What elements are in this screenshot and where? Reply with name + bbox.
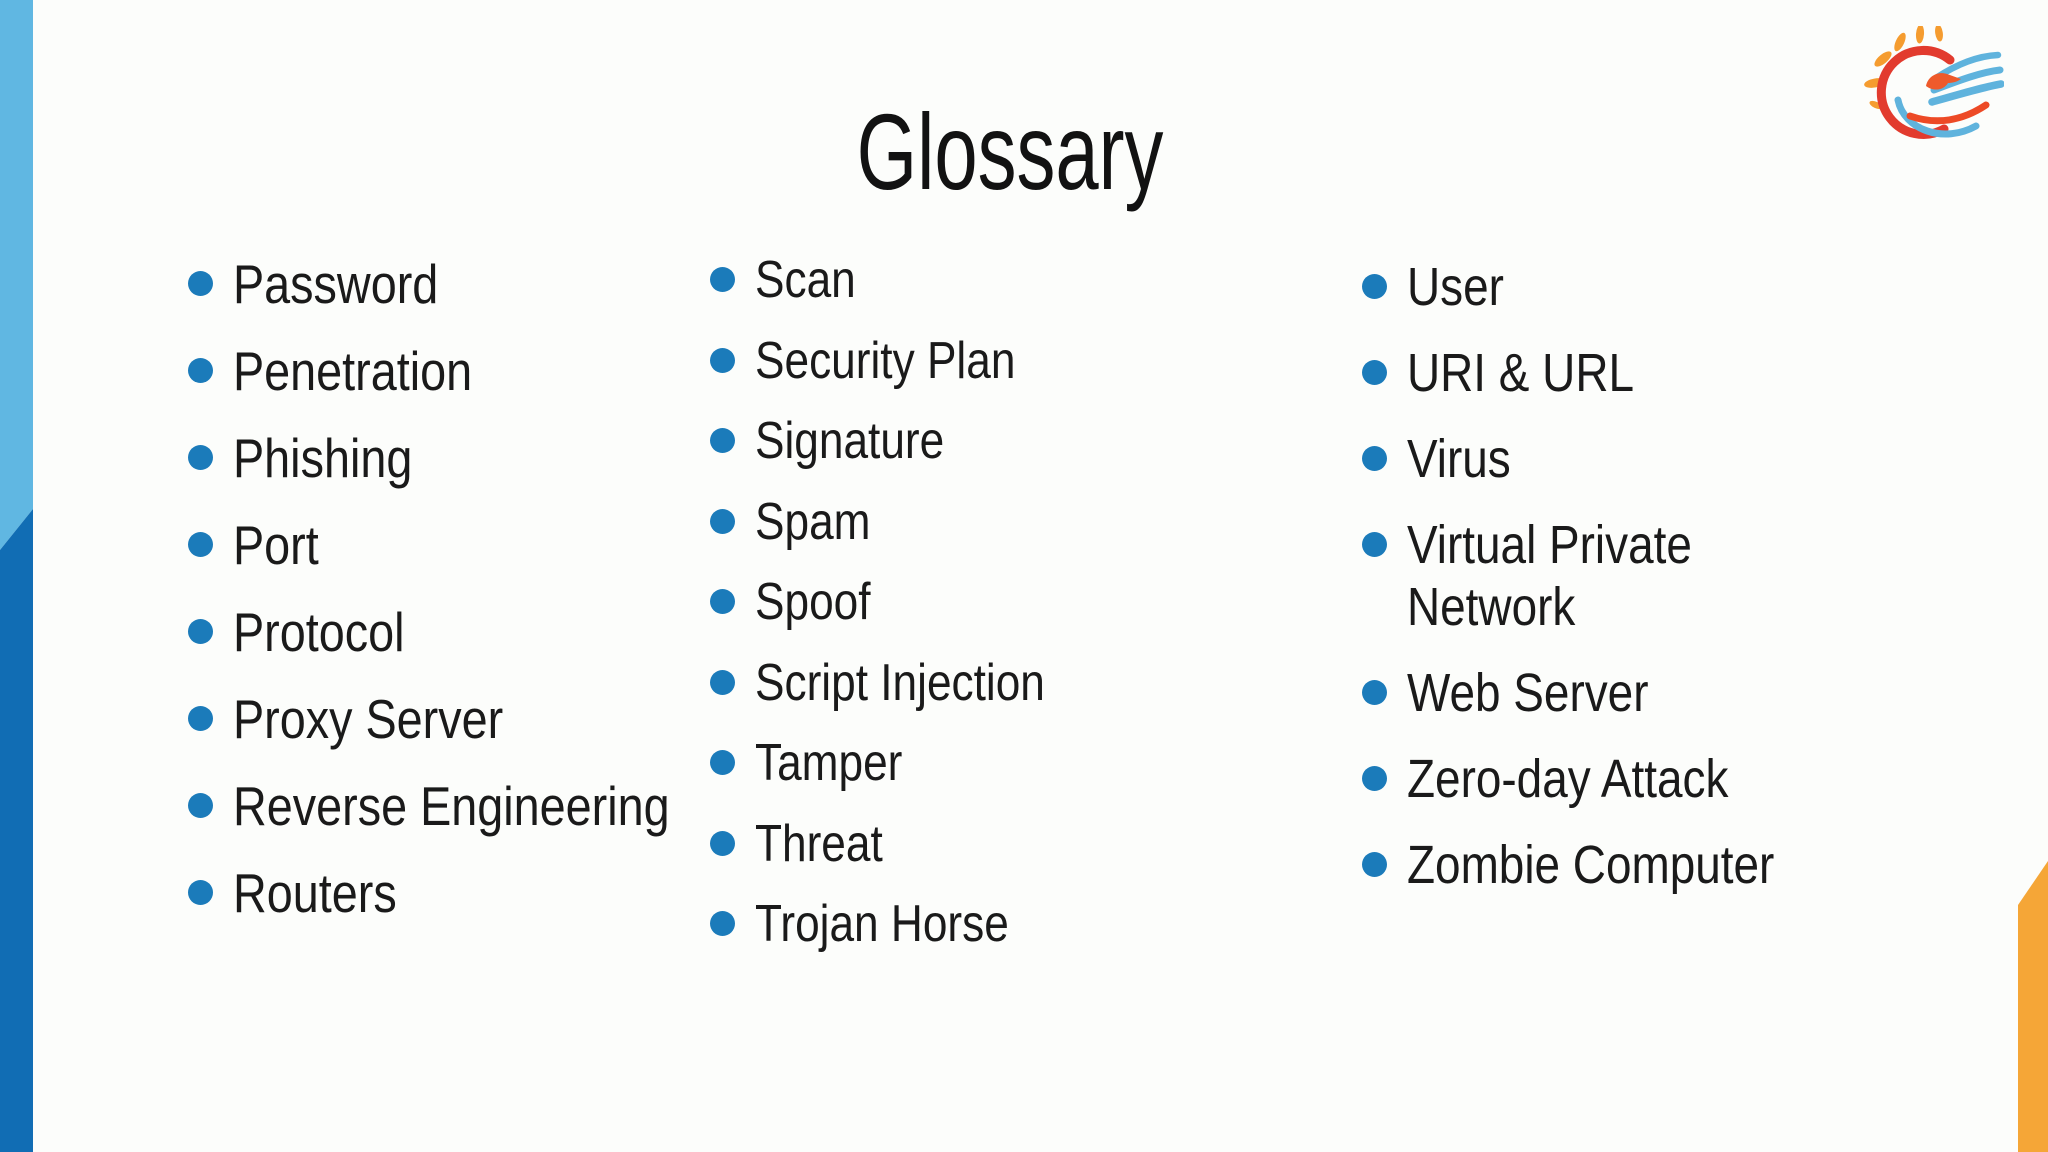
bullet-icon [1362, 274, 1387, 299]
bullet-icon [1362, 766, 1387, 791]
phoenix-sun-logo-icon [1864, 26, 2004, 139]
term-label: Phishing [233, 427, 413, 489]
bullet-icon [188, 793, 213, 818]
term-label: Reverse Engineering [233, 775, 670, 837]
term-label: Script Injection [755, 653, 1045, 712]
term-label: Web Server [1407, 663, 1649, 723]
bullet-icon [710, 750, 735, 775]
bullet-icon [710, 267, 735, 292]
list-item: Password [188, 254, 747, 314]
term-label: User [1407, 257, 1504, 317]
bullet-icon [188, 706, 213, 731]
list-item: Trojan Horse [710, 896, 1096, 952]
term-label: Proxy Server [233, 688, 504, 750]
list-item: Zombie Computer [1362, 834, 1852, 896]
bullet-icon [188, 271, 213, 296]
list-item: Signature [710, 413, 1096, 469]
list-item: Tamper [710, 735, 1096, 791]
term-label: Scan [755, 251, 856, 309]
bullet-icon [1362, 852, 1387, 877]
list-item: Threat [710, 816, 1096, 872]
bullet-icon [710, 428, 735, 453]
term-label: Virus [1407, 429, 1511, 489]
list-item: User [1362, 256, 1852, 318]
bullet-icon [710, 508, 735, 534]
term-label: Zero-day Attack [1407, 749, 1729, 809]
term-label: Protocol [233, 601, 405, 663]
term-label: Tamper [755, 734, 903, 792]
list-item: Phishing [188, 428, 747, 488]
bird-head-icon [1926, 73, 1961, 90]
list-item: Proxy Server [188, 689, 747, 749]
list-item: Protocol [188, 602, 747, 662]
list-item: URI & URL [1362, 342, 1852, 404]
term-label: Penetration [233, 340, 473, 402]
term-label: Password [233, 253, 439, 315]
term-label: Port [233, 514, 319, 576]
tail-arc-icon [1894, 96, 1980, 138]
list-item: Zero-day Attack [1362, 748, 1852, 810]
list-item: Penetration [188, 341, 747, 401]
bullet-icon [710, 911, 735, 936]
bullet-icon [1362, 446, 1387, 471]
bullet-icon [710, 589, 735, 614]
list-item: Security Plan [710, 333, 1096, 389]
glossary-column-3: User URI & URL Virus Virtual Private Net… [1362, 256, 1852, 920]
flame-swoosh-icon [1906, 101, 1990, 125]
bullet-icon [188, 358, 213, 383]
term-label: Signature [755, 412, 945, 470]
list-item: Script Injection [710, 655, 1096, 711]
bullet-icon [188, 532, 213, 557]
term-label: Spoof [755, 573, 871, 631]
list-item: Port [188, 515, 747, 575]
term-label: Threat [755, 814, 883, 873]
bullet-icon [710, 347, 735, 373]
left-edge-light-blue-decoration [0, 0, 33, 550]
left-edge-dark-blue-decoration [0, 509, 33, 1152]
bullet-icon [710, 669, 735, 695]
list-item: Web Server [1362, 662, 1852, 724]
bullet-icon [1362, 532, 1387, 557]
list-item: Scan [710, 252, 1096, 308]
term-label: Trojan Horse [755, 895, 1009, 953]
list-item: Spoof [710, 574, 1096, 630]
bullet-icon [188, 619, 213, 644]
list-item: Virus [1362, 428, 1852, 490]
bullet-icon [188, 880, 213, 905]
glossary-column-2: Scan Security Plan Signature Spam Spoof … [710, 252, 1096, 977]
bullet-icon [188, 445, 213, 470]
list-item: Spam [710, 494, 1096, 550]
term-label: Spam [755, 492, 871, 551]
term-label: Virtual Private Network [1407, 515, 1692, 637]
crescent-icon [1876, 45, 1955, 139]
page-title: Glossary [856, 91, 1164, 212]
list-item: Routers [188, 863, 747, 923]
bullet-icon [1362, 680, 1387, 705]
term-label: Zombie Computer [1407, 835, 1775, 895]
right-edge-orange-decoration [2018, 861, 2048, 1152]
bullet-icon [1362, 360, 1387, 385]
term-label: Security Plan [755, 331, 1016, 390]
title-area: Glossary [0, 92, 2048, 212]
list-item: Virtual Private Network [1362, 514, 1852, 638]
glossary-column-1: Password Penetration Phishing Port Proto… [188, 254, 747, 950]
term-label: URI & URL [1407, 343, 1634, 403]
list-item: Reverse Engineering [188, 776, 747, 836]
term-label: Routers [233, 862, 397, 924]
bullet-icon [710, 830, 735, 856]
